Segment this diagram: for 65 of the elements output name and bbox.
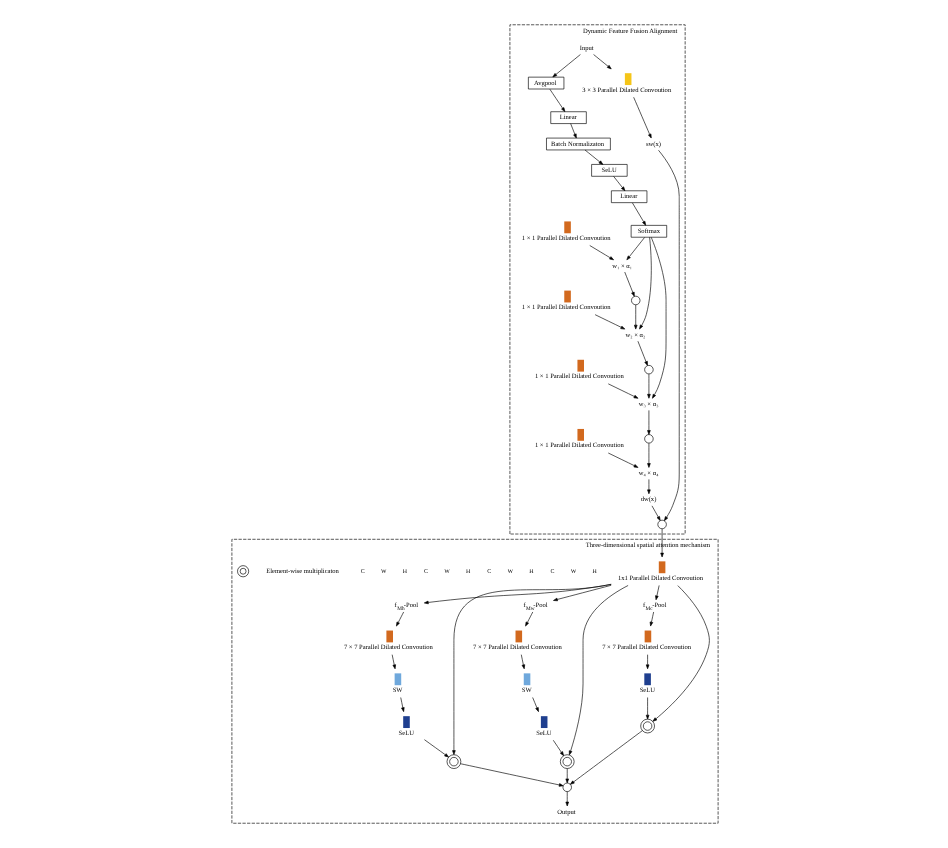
arrow	[646, 479, 650, 495]
node-box	[539, 716, 547, 729]
arrow	[606, 452, 638, 468]
arrow	[564, 791, 568, 807]
node-box	[563, 290, 570, 303]
arrow	[531, 697, 538, 712]
node-circle	[630, 295, 640, 306]
arrow	[524, 611, 533, 627]
arrow	[646, 442, 650, 468]
node-box	[563, 221, 570, 234]
arrow	[644, 697, 649, 720]
arrow	[399, 697, 404, 712]
arrow	[646, 373, 650, 399]
arrow	[569, 123, 576, 139]
arrow	[651, 585, 709, 722]
arrow	[636, 340, 647, 366]
arrow	[551, 739, 563, 756]
node-box	[576, 428, 584, 441]
node-box	[623, 73, 631, 86]
arrow	[631, 202, 646, 226]
arrow	[567, 585, 628, 756]
arrow	[564, 768, 568, 784]
node-box	[522, 673, 530, 686]
arrow	[552, 584, 611, 602]
node-box	[402, 716, 409, 729]
arrow	[395, 611, 403, 627]
arrow	[588, 245, 613, 261]
arrow	[451, 583, 611, 755]
arrow	[649, 236, 666, 399]
arrow	[657, 149, 679, 521]
arrow	[638, 236, 651, 330]
arrow	[423, 739, 448, 758]
arrow	[606, 383, 638, 399]
node-circle	[643, 434, 653, 444]
arrow	[569, 730, 642, 785]
node-circle	[643, 365, 653, 375]
arrow	[625, 237, 644, 261]
arrow	[612, 176, 625, 192]
arrow	[632, 96, 651, 139]
arrow	[519, 654, 525, 670]
node-circle	[561, 782, 571, 792]
node-box	[657, 561, 665, 574]
node-box	[514, 630, 522, 643]
arrow	[548, 88, 565, 112]
arrow	[459, 763, 563, 787]
arrow	[390, 654, 395, 670]
arrow	[551, 54, 580, 78]
node-box	[393, 673, 401, 686]
arrow	[648, 611, 653, 627]
node-box	[576, 359, 584, 372]
arrow	[592, 54, 611, 70]
node-box	[643, 630, 651, 643]
arrow	[659, 528, 663, 558]
arrow	[583, 149, 603, 165]
arrow	[646, 410, 650, 435]
node-circle	[656, 519, 666, 530]
arrow	[422, 584, 611, 605]
arrow	[644, 654, 649, 670]
arrow	[593, 314, 625, 330]
node-box	[643, 673, 650, 686]
arrow	[654, 585, 659, 601]
arrow	[623, 271, 634, 297]
node-box	[385, 630, 392, 643]
arrow	[633, 304, 637, 330]
arrow	[650, 505, 660, 521]
